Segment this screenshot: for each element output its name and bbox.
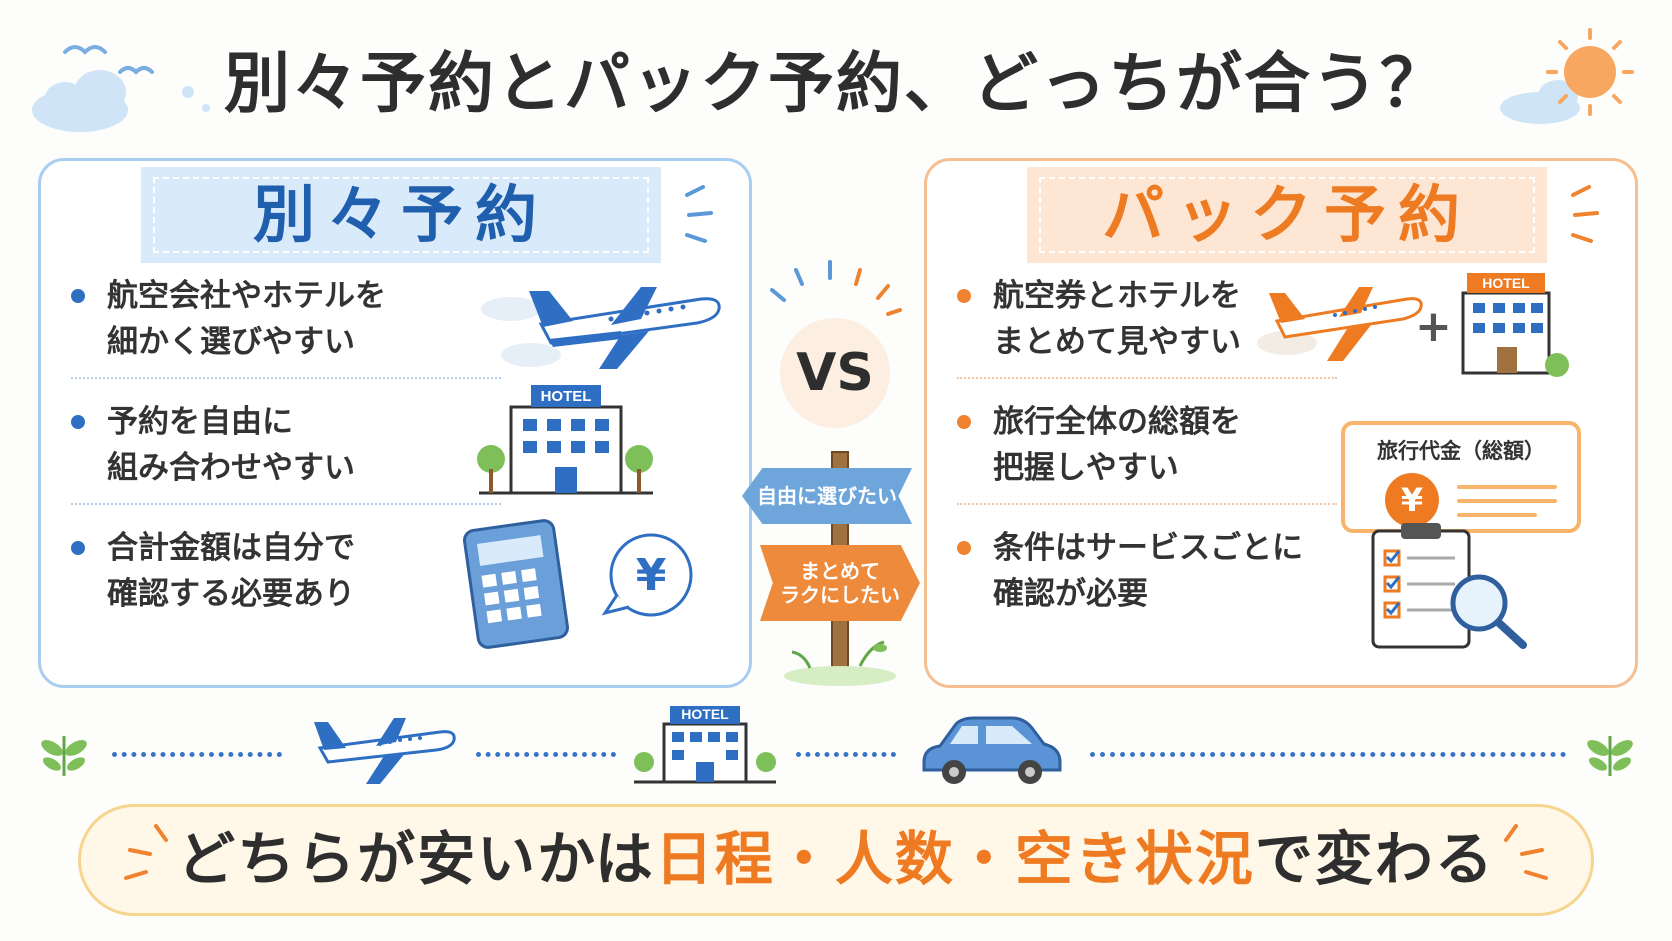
signpost-sign-free-choice: 自由に選びたい bbox=[742, 468, 912, 524]
speech-bubble-icon bbox=[601, 533, 693, 617]
conclusion-highlight: 日程・人数・空き状況 bbox=[654, 825, 1255, 893]
left-item-2: 予約を自由に 組み合わせやすい bbox=[71, 399, 461, 491]
airplane-icon bbox=[1257, 287, 1423, 361]
left-item-1: 航空会社やホテルを 細かく選びやすい bbox=[71, 273, 461, 365]
conclusion-banner: どちらが安いかは日程・人数・空き状況で変わる bbox=[78, 804, 1594, 916]
right-item-1: 航空券とホテルを まとめて見やすい bbox=[957, 273, 1347, 365]
package-booking-heading-banner: パック予約 bbox=[1027, 167, 1547, 263]
bullet-dot bbox=[71, 289, 85, 303]
clipboard-checklist-icon bbox=[1371, 523, 1527, 649]
package-booking-panel: パック予約 航空券とホテルを まとめて見やすい 旅行全体の総額を 把握しやすい … bbox=[924, 158, 1638, 688]
signpost-sign-easy-line1: まとめて bbox=[800, 559, 880, 583]
vs-badge: VS bbox=[780, 318, 890, 428]
yen-symbol: ¥ bbox=[635, 550, 667, 601]
hotel-sign-text: HOTEL bbox=[1482, 275, 1530, 291]
right-item-2-line2: 把握しやすい bbox=[993, 450, 1179, 486]
left-item-3: 合計金額は自分で 確認する必要あり bbox=[71, 525, 461, 617]
left-item-1-line1: 航空会社やホテルを bbox=[107, 278, 386, 314]
vs-burst-lines bbox=[770, 260, 902, 316]
left-item-2-line2: 組み合わせやすい bbox=[107, 450, 355, 486]
separate-booking-heading-banner: 別々予約 bbox=[141, 167, 661, 263]
item-divider bbox=[71, 377, 501, 379]
page-title: 別々予約とパック予約、どっちが合う？ bbox=[224, 45, 1448, 122]
conclusion-text-after: で変わる bbox=[1254, 825, 1495, 893]
left-item-3-line2: 確認する必要あり bbox=[107, 576, 355, 612]
price-lines-icon bbox=[1457, 485, 1557, 517]
hotel-icon bbox=[477, 385, 653, 495]
right-item-3-line2: 確認が必要 bbox=[993, 576, 1148, 612]
right-item-2-line1: 旅行全体の総額を bbox=[993, 404, 1241, 440]
item-divider bbox=[957, 377, 1337, 379]
item-divider bbox=[71, 503, 501, 505]
item-divider bbox=[957, 503, 1337, 505]
left-item-2-line1: 予約を自由に bbox=[107, 404, 293, 440]
calculator-icon bbox=[463, 519, 569, 649]
separate-booking-heading: 別々予約 bbox=[252, 178, 549, 251]
signpost-sign-easy-line2: ラクにしたい bbox=[780, 583, 900, 607]
left-item-3-line1: 合計金額は自分で bbox=[107, 530, 355, 566]
leaf-icon bbox=[1587, 736, 1633, 776]
right-item-3: 条件はサービスごとに 確認が必要 bbox=[957, 525, 1347, 617]
banner-dashed-border bbox=[153, 177, 649, 253]
sparkle-lines-icon bbox=[685, 185, 713, 243]
bullet-dot bbox=[957, 415, 971, 429]
package-booking-heading: パック予約 bbox=[1101, 178, 1472, 251]
bullet-dot bbox=[957, 289, 971, 303]
hotel-icon bbox=[1461, 273, 1569, 377]
airplane-icon bbox=[314, 718, 456, 784]
route-dotted-line bbox=[476, 752, 616, 757]
total-price-label: 旅行代金（総額） bbox=[1377, 439, 1545, 463]
airplane-icon bbox=[481, 287, 721, 369]
right-item-1-line2: まとめて見やすい bbox=[993, 324, 1241, 360]
emphasis-lines-icon bbox=[124, 824, 168, 880]
banner-dashed-border bbox=[1039, 177, 1535, 253]
total-price-card: 旅行代金（総額） ¥ bbox=[1341, 421, 1581, 533]
hotel-sign-text: HOTEL bbox=[540, 388, 592, 405]
bullet-dot bbox=[71, 415, 85, 429]
sun-icon bbox=[1500, 28, 1634, 124]
route-dotted-line bbox=[1090, 752, 1566, 757]
bullet-dot bbox=[957, 541, 971, 555]
separate-booking-panel: 別々予約 航空会社やホテルを 細かく選びやすい 予約を自由に 組み合わせやすい … bbox=[38, 158, 752, 688]
signpost-sign-easy: まとめて ラクにしたい bbox=[760, 545, 920, 621]
leaf-icon bbox=[41, 736, 87, 776]
right-item-2: 旅行全体の総額を 把握しやすい bbox=[957, 399, 1347, 491]
cloud-birds-decoration bbox=[32, 45, 210, 132]
right-item-1-line1: 航空券とホテルを bbox=[993, 278, 1241, 314]
emphasis-lines-icon bbox=[1504, 824, 1548, 880]
conclusion-text-before: どちらが安いかは bbox=[177, 825, 655, 893]
sparkle-lines-icon bbox=[1571, 185, 1599, 243]
yen-coin-icon: ¥ bbox=[1385, 473, 1439, 527]
right-item-3-line1: 条件はサービスごとに bbox=[993, 530, 1303, 566]
route-dotted-line bbox=[796, 752, 896, 757]
left-item-1-line2: 細かく選びやすい bbox=[107, 324, 355, 360]
hotel-icon bbox=[634, 706, 776, 784]
car-icon bbox=[922, 716, 1062, 784]
bullet-dot bbox=[71, 541, 85, 555]
route-dotted-line bbox=[112, 752, 282, 757]
hotel-sign-text: HOTEL bbox=[681, 706, 729, 722]
plus-sign: + bbox=[1415, 301, 1452, 352]
